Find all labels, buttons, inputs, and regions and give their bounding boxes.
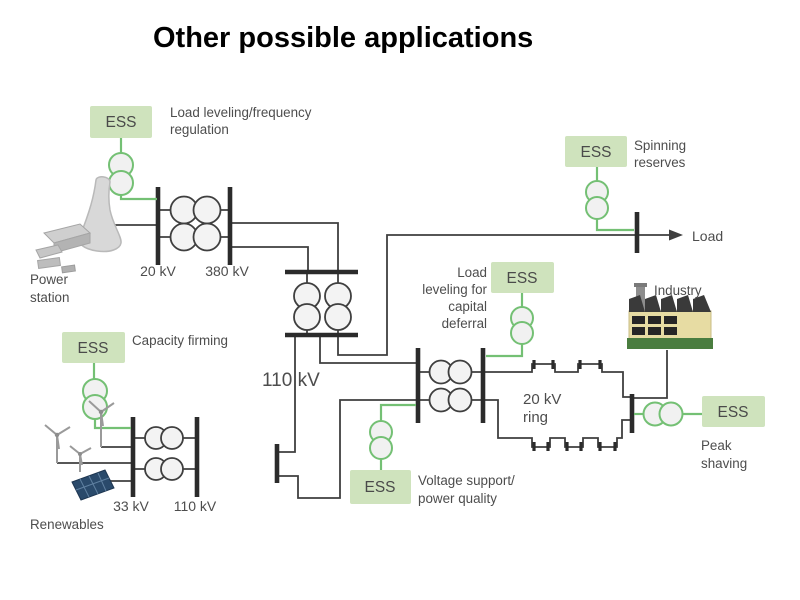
ring-switch-ticks [532, 360, 617, 451]
node-labels: Power station Renewables Industry Load 2… [30, 228, 723, 532]
ess-transformer-icon [510, 306, 534, 345]
ess-box-load-leveling [90, 106, 152, 138]
power-station-icon [35, 176, 122, 274]
label-20kv: 20 kV [140, 263, 176, 279]
ess-transformer-icon [108, 152, 134, 196]
label-ring: 20 kV [523, 391, 561, 408]
ess-transformer-icon [369, 420, 393, 460]
label-load: Load [692, 228, 723, 244]
ess-label: ESS [580, 144, 611, 161]
transformer-icon [324, 282, 352, 331]
transformer-icon [169, 222, 222, 252]
wind-turbine-icon [88, 400, 115, 447]
load-arrow [669, 229, 683, 241]
transformer-icon [144, 426, 184, 450]
ess-boxes: ESS ESS ESS ESS ESS ESS [62, 106, 765, 504]
ess-transformer-icon [642, 401, 684, 427]
ess-label: ESS [717, 404, 748, 421]
ess-label: ESS [506, 270, 537, 287]
label-ring: ring [523, 409, 548, 426]
wind-turbine-icon [69, 445, 92, 472]
label-380kv: 380 kV [205, 263, 249, 279]
ess-branch-spinning-reserves [585, 167, 634, 232]
ess-branch-peak-shaving [634, 401, 702, 427]
ess-label: ESS [364, 479, 395, 496]
label-industry: Industry [654, 283, 702, 298]
load-feeder-line [337, 234, 669, 356]
annotation-voltage-support: Voltage support/ [418, 473, 515, 488]
annotation-peak-shaving: shaving [701, 456, 747, 471]
annotations: Load leveling/frequency regulation Capac… [132, 105, 747, 506]
page-title: Other possible applications [153, 22, 534, 54]
annotation-voltage-support: power quality [418, 491, 497, 506]
ess-label: ESS [77, 340, 108, 357]
ess-box-peak-shaving [702, 396, 765, 427]
bus-bars [130, 187, 640, 497]
ess-branch-voltage-support [369, 403, 416, 470]
factory-roof [629, 295, 711, 312]
grid-lines [57, 209, 669, 499]
transformer-icon [169, 195, 222, 225]
ess-branch-capacity-firming [82, 363, 131, 430]
factory-icon [627, 283, 713, 349]
label-power-station: station [30, 290, 69, 305]
ess-transformer-icon [82, 378, 108, 420]
transformers [144, 195, 473, 481]
label-power-station: Power [30, 272, 68, 287]
transformer-icon [428, 359, 473, 385]
label-110kv-mid: 110 kV [262, 370, 320, 391]
label-renewables: Renewables [30, 517, 104, 532]
label-33kv: 33 kV [113, 498, 149, 514]
ess-label: ESS [105, 114, 136, 131]
annotation-peak-shaving: Peak [701, 438, 732, 453]
transformer-icon [144, 457, 184, 481]
annotation-capital-deferral: deferral [442, 316, 487, 331]
wind-turbine-icon [44, 424, 71, 463]
annotation-spinning-reserves: reserves [634, 155, 686, 170]
solar-panel-icon [71, 469, 115, 501]
annotation-capital-deferral: Load [457, 265, 487, 280]
ess-box-spinning-reserves [565, 136, 627, 167]
ess-box-capacity-firming [62, 332, 125, 363]
ess-branch-capital-deferral [486, 293, 534, 358]
ess-branches [82, 138, 702, 470]
label-110kv-renewables: 110 kV [174, 498, 217, 514]
industry-feeder-line [634, 350, 668, 399]
ess-transformer-icon [585, 180, 609, 220]
annotation-spinning-reserves: Spinning [634, 138, 686, 153]
annotation-capital-deferral: capital [448, 299, 487, 314]
annotation-capacity-firming: Capacity firming [132, 333, 228, 348]
ess-box-capital-deferral [491, 262, 554, 293]
annotation-capital-deferral: leveling for [422, 282, 487, 297]
ess-branch-load-leveling [108, 138, 157, 201]
ess-box-voltage-support [350, 470, 411, 504]
transformer-icon [428, 387, 473, 413]
annotation-load-leveling: Load leveling/frequency [170, 105, 312, 120]
transformer-icon [293, 282, 321, 331]
annotation-load-leveling: regulation [170, 122, 229, 137]
ring-20kv [484, 360, 630, 451]
